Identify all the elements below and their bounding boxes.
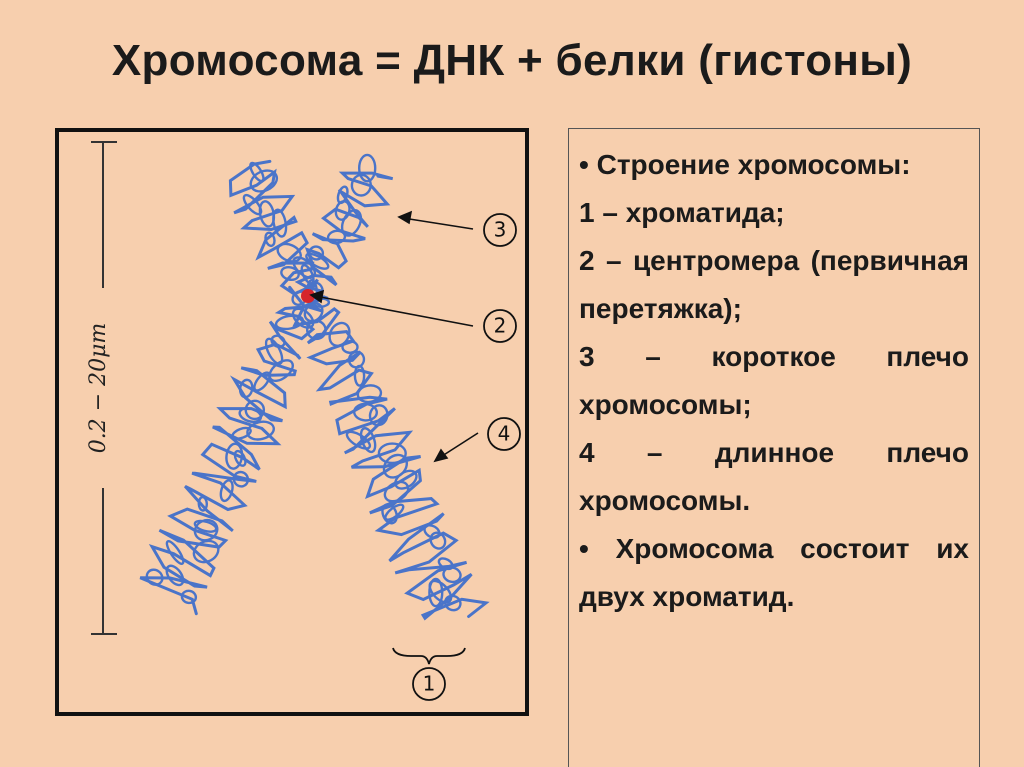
chromatin-loop <box>383 480 410 503</box>
chromatin-loop <box>328 321 351 348</box>
arrow-4-head <box>433 448 449 463</box>
item-chromatid: 1 – хроматида; <box>579 197 785 228</box>
chromatin-loop <box>272 208 288 238</box>
chromatin-loop <box>353 402 378 422</box>
chromatin-loop <box>336 185 349 205</box>
chromatin-arm-4 <box>292 294 490 621</box>
arrow-3-head <box>397 210 413 225</box>
item-long-arm: 4 – длинное плечо хромосомы. <box>579 437 969 516</box>
chromatin-loop <box>341 340 359 355</box>
chromatid-brace <box>392 647 466 665</box>
pointer-arrows <box>309 210 479 463</box>
chromatin-loop <box>249 169 279 193</box>
chromatin-loop <box>429 531 447 550</box>
chromatin-loop <box>219 479 234 503</box>
arrow-2-line <box>314 295 474 327</box>
marker-3-label: 3 <box>494 218 507 242</box>
chromatin-loop <box>193 519 218 533</box>
description-panel: Строение хромосомы: 1 – хроматида; 2 – ц… <box>568 128 980 767</box>
chromatin-loop <box>192 539 220 564</box>
chromatin-loop <box>225 442 244 470</box>
chromatin-loop <box>347 350 366 369</box>
centromere-dot <box>301 289 315 303</box>
arrow-2-head <box>309 289 325 304</box>
chromatin-loop <box>258 200 276 228</box>
marker-3: 3 <box>483 213 517 247</box>
slide-title: Хромосома = ДНК + белки (гистоны) <box>111 36 913 85</box>
chromatin-loop <box>276 242 302 263</box>
chromatin-loop <box>306 319 327 341</box>
chromatin-loop <box>233 449 247 467</box>
chromatin-loop <box>442 566 462 584</box>
chromatin-loop <box>232 470 250 488</box>
chromosome-figure: 0.2 − 20μm 3 2 4 <box>55 128 529 716</box>
marker-4-label: 4 <box>498 422 511 446</box>
chromatin-loop <box>280 266 300 281</box>
chromatin-loop <box>253 371 271 392</box>
chromatid-statement: Хромосома состоит их двух хроматид. <box>579 525 969 621</box>
chromatin-loop <box>197 495 209 512</box>
chromatin-loop <box>345 430 372 450</box>
arrow-4-line <box>438 432 479 459</box>
chromatin-loop <box>428 579 453 604</box>
chromatin-loop <box>165 564 185 587</box>
chromatin-loop <box>443 594 462 612</box>
chromatin-loop <box>423 524 441 539</box>
chromosome-diagram: 0.2 − 20μm 3 2 4 <box>79 141 521 701</box>
chromatin-loop <box>359 427 377 454</box>
marker-4: 4 <box>487 417 521 451</box>
arrow-3-line <box>402 217 474 230</box>
chromatin-loop <box>193 518 219 542</box>
chromatin-loop <box>165 540 185 565</box>
chromatin-loop <box>300 263 315 285</box>
chromatin-loop <box>264 337 284 365</box>
chromatin-loop <box>377 442 407 465</box>
chromatin-loop <box>242 193 263 216</box>
chromatin-strands <box>139 153 490 621</box>
chromatin-loop <box>238 378 254 399</box>
chromatin-loop <box>264 231 276 248</box>
chromatin-loop <box>308 245 325 261</box>
chromatin-loop <box>231 426 252 440</box>
chromatin-arm-2 <box>294 171 394 303</box>
marker-2-label: 2 <box>494 314 507 338</box>
chromatin-loop <box>274 314 305 331</box>
marker-2: 2 <box>483 309 517 343</box>
item-centromere: 2 – центромера (первичная перетяжка); <box>579 245 969 324</box>
chromatin-loop <box>381 503 398 525</box>
chromatin-loop <box>268 359 294 383</box>
chromatin-arm-3 <box>139 285 323 616</box>
chromatin-loop <box>350 173 372 197</box>
scale-label: 0.2 − 20μm <box>86 323 111 454</box>
marker-1-label: 1 <box>423 672 436 696</box>
chromatin-loop <box>303 302 324 323</box>
chromatin-loop <box>368 404 389 427</box>
structure-heading: Строение хромосомы: <box>579 141 969 189</box>
chromatin-loop <box>356 384 383 404</box>
chromatin-loop <box>428 577 444 608</box>
chromatin-loop <box>249 161 265 183</box>
scale-label-bg <box>79 288 127 488</box>
chromatin-loop <box>358 153 377 183</box>
chromatin-loop <box>180 589 198 605</box>
chromatin-loop <box>394 469 418 490</box>
chromatin-loop <box>305 252 330 270</box>
chromatin-loop <box>238 407 263 423</box>
chromatin-loop <box>145 568 164 586</box>
item-short-arm: 3 – короткое плечо хромосомы; <box>579 341 969 420</box>
marker-1: 1 <box>412 667 446 701</box>
chromatin-loop <box>353 364 366 387</box>
